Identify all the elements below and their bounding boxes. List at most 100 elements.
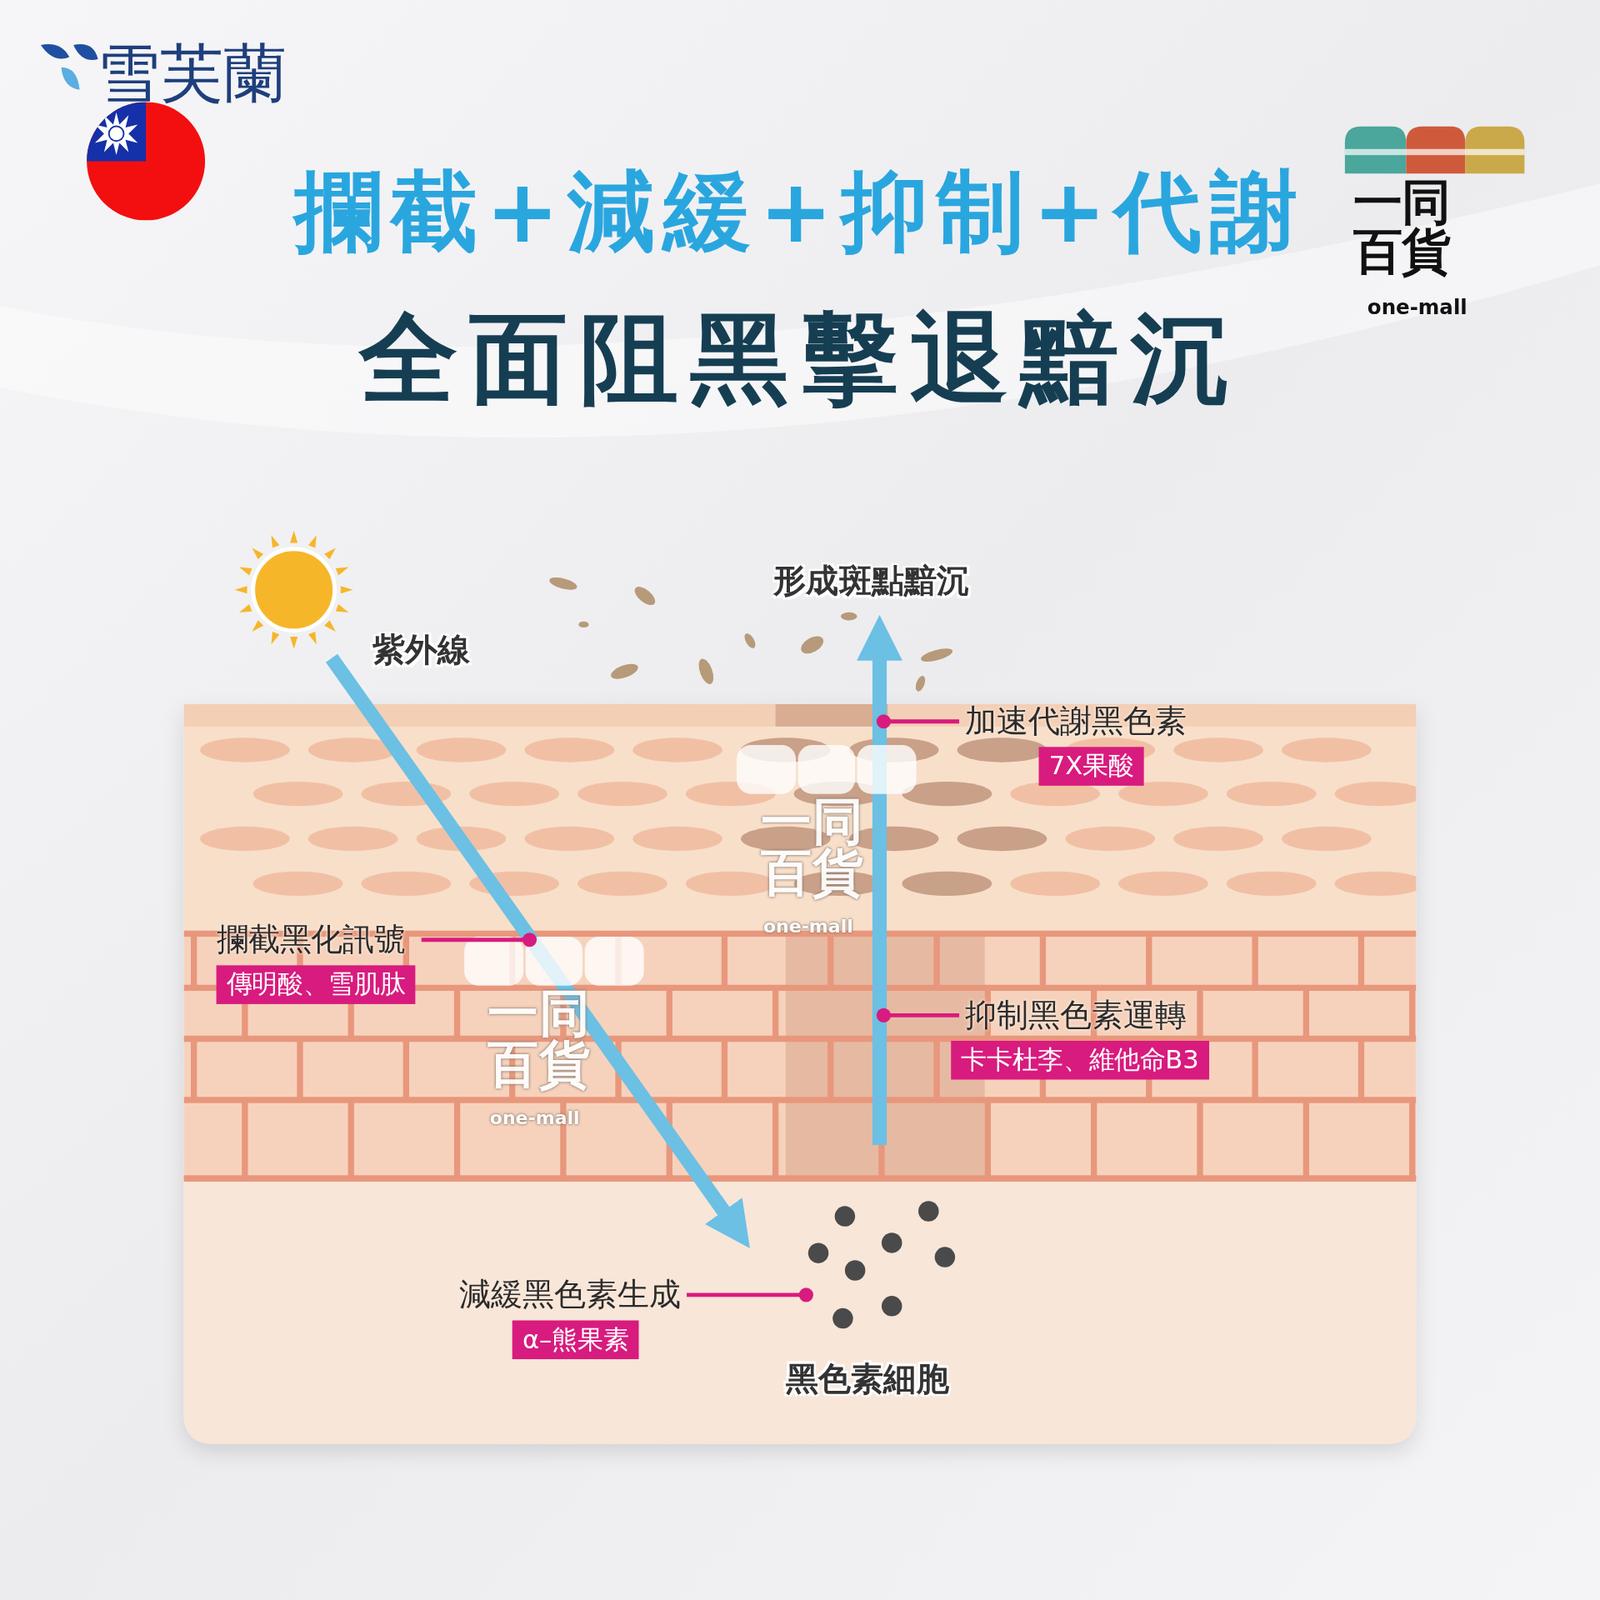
watermark-tabs (464, 745, 916, 986)
callout-heading: 攔截黑化訊號 (216, 918, 416, 961)
ingredient-tag: α–熊果素 (512, 1320, 640, 1360)
brick-line (772, 1100, 779, 1179)
cell (1173, 737, 1264, 762)
brick-line (296, 1039, 303, 1100)
leader-line (883, 1012, 960, 1016)
cell (577, 781, 668, 806)
ingredient-callout: 抑制黑色素運轉卡卡杜李、維他命B3 (965, 994, 1210, 1080)
shop-logo (1345, 126, 1525, 174)
brick-line (1145, 936, 1152, 988)
brick-line (1303, 987, 1310, 1039)
cell (253, 781, 344, 806)
cell (524, 826, 615, 851)
sun-ray (239, 567, 252, 576)
brick-line (666, 987, 673, 1039)
watermark: one-mall (763, 916, 854, 937)
brick-line (1358, 936, 1365, 988)
epidermis (183, 704, 1416, 935)
leader-dot (876, 714, 891, 729)
spot-surface (775, 704, 889, 727)
brand-name: 雪芙蘭 (96, 39, 287, 109)
sun-ray (270, 631, 280, 645)
brick-line (1358, 1039, 1365, 1100)
brick-line (933, 936, 940, 988)
brick-line (454, 1100, 460, 1179)
cell (1226, 781, 1317, 806)
cell (632, 826, 723, 851)
cell (1118, 871, 1209, 896)
cell (253, 871, 344, 896)
ingredient-tag: 傳明酸、雪肌肽 (216, 965, 416, 1005)
brick-line (348, 1100, 355, 1179)
sun-ray (340, 585, 354, 594)
cell (1281, 826, 1372, 851)
callout-heading: 減緩黑色素生成 (459, 1273, 681, 1316)
callout-heading: 加速代謝黑色素 (965, 700, 1187, 743)
sun-ray (335, 567, 349, 576)
brick-line (183, 1175, 1416, 1182)
brick-cells (183, 936, 1416, 1179)
sun-ray (270, 535, 280, 548)
cell (901, 781, 992, 806)
up-arrow (872, 637, 887, 1145)
cell (957, 826, 1048, 851)
shop-logo-latin: one-mall (1367, 295, 1468, 319)
brick-line (1409, 1100, 1415, 1179)
brick-line (1303, 1100, 1310, 1179)
ingredient-callout: 減緩黑色素生成α–熊果素 (459, 1273, 681, 1360)
brick-line (454, 987, 460, 1039)
ingredient-callout: 加速代謝黑色素7X果酸 (965, 700, 1187, 786)
watermark: one-mall (490, 1108, 580, 1129)
brand-icon (40, 44, 99, 90)
subtitle: 全面阻黑擊退黯沉 (0, 305, 1600, 414)
brick-line (985, 1100, 991, 1179)
brick-line (1251, 1039, 1258, 1100)
watermark: 一同百貨 (760, 795, 879, 898)
cell (1335, 781, 1425, 806)
cell (577, 871, 668, 896)
brick-line (183, 1035, 1416, 1042)
cell-label: 黑色素細胞 (785, 1360, 950, 1397)
brick-line (933, 1039, 940, 1100)
leader-line (883, 718, 960, 722)
cell (416, 737, 507, 762)
brick-line (403, 1039, 410, 1100)
melanin-dots (808, 1200, 955, 1329)
layer-line (183, 1175, 1416, 1182)
brick-line (721, 1039, 728, 1100)
sun-ray (239, 604, 252, 613)
cell (1010, 871, 1100, 896)
brick-line (772, 987, 779, 1039)
cell (1226, 871, 1317, 896)
shop-logo-text: 一同百貨 (1353, 177, 1466, 276)
brick-line (827, 936, 834, 988)
brick-line (1196, 987, 1203, 1039)
brick-line (827, 1039, 834, 1100)
cell (1065, 826, 1155, 851)
sun-ray (251, 548, 264, 560)
sun-ray (308, 535, 317, 548)
brick-line (190, 1039, 197, 1100)
brick-line (1196, 1100, 1203, 1179)
cell (901, 871, 992, 896)
brick-line (1090, 1100, 1097, 1179)
basal-layer (183, 933, 1416, 1179)
sun-ray (324, 548, 336, 560)
leader-dot (522, 932, 537, 947)
sun-ray (235, 585, 248, 594)
brick-line (721, 936, 728, 988)
brick-line (190, 936, 197, 988)
sun-ray (290, 530, 298, 544)
cell (200, 737, 290, 762)
leader-line (421, 940, 530, 941)
sun-ray (251, 620, 264, 632)
diagram-card (183, 704, 1416, 1445)
sun-ray (324, 620, 336, 632)
sun-ray (290, 636, 298, 650)
ingredient-callout: 攔截黑化訊號傳明酸、雪肌肽 (216, 918, 416, 1005)
cell (308, 826, 399, 851)
taiwan-flag (86, 101, 205, 220)
brick-line (1409, 987, 1415, 1039)
ingredient-tag: 卡卡杜李、維他命B3 (950, 1040, 1210, 1080)
